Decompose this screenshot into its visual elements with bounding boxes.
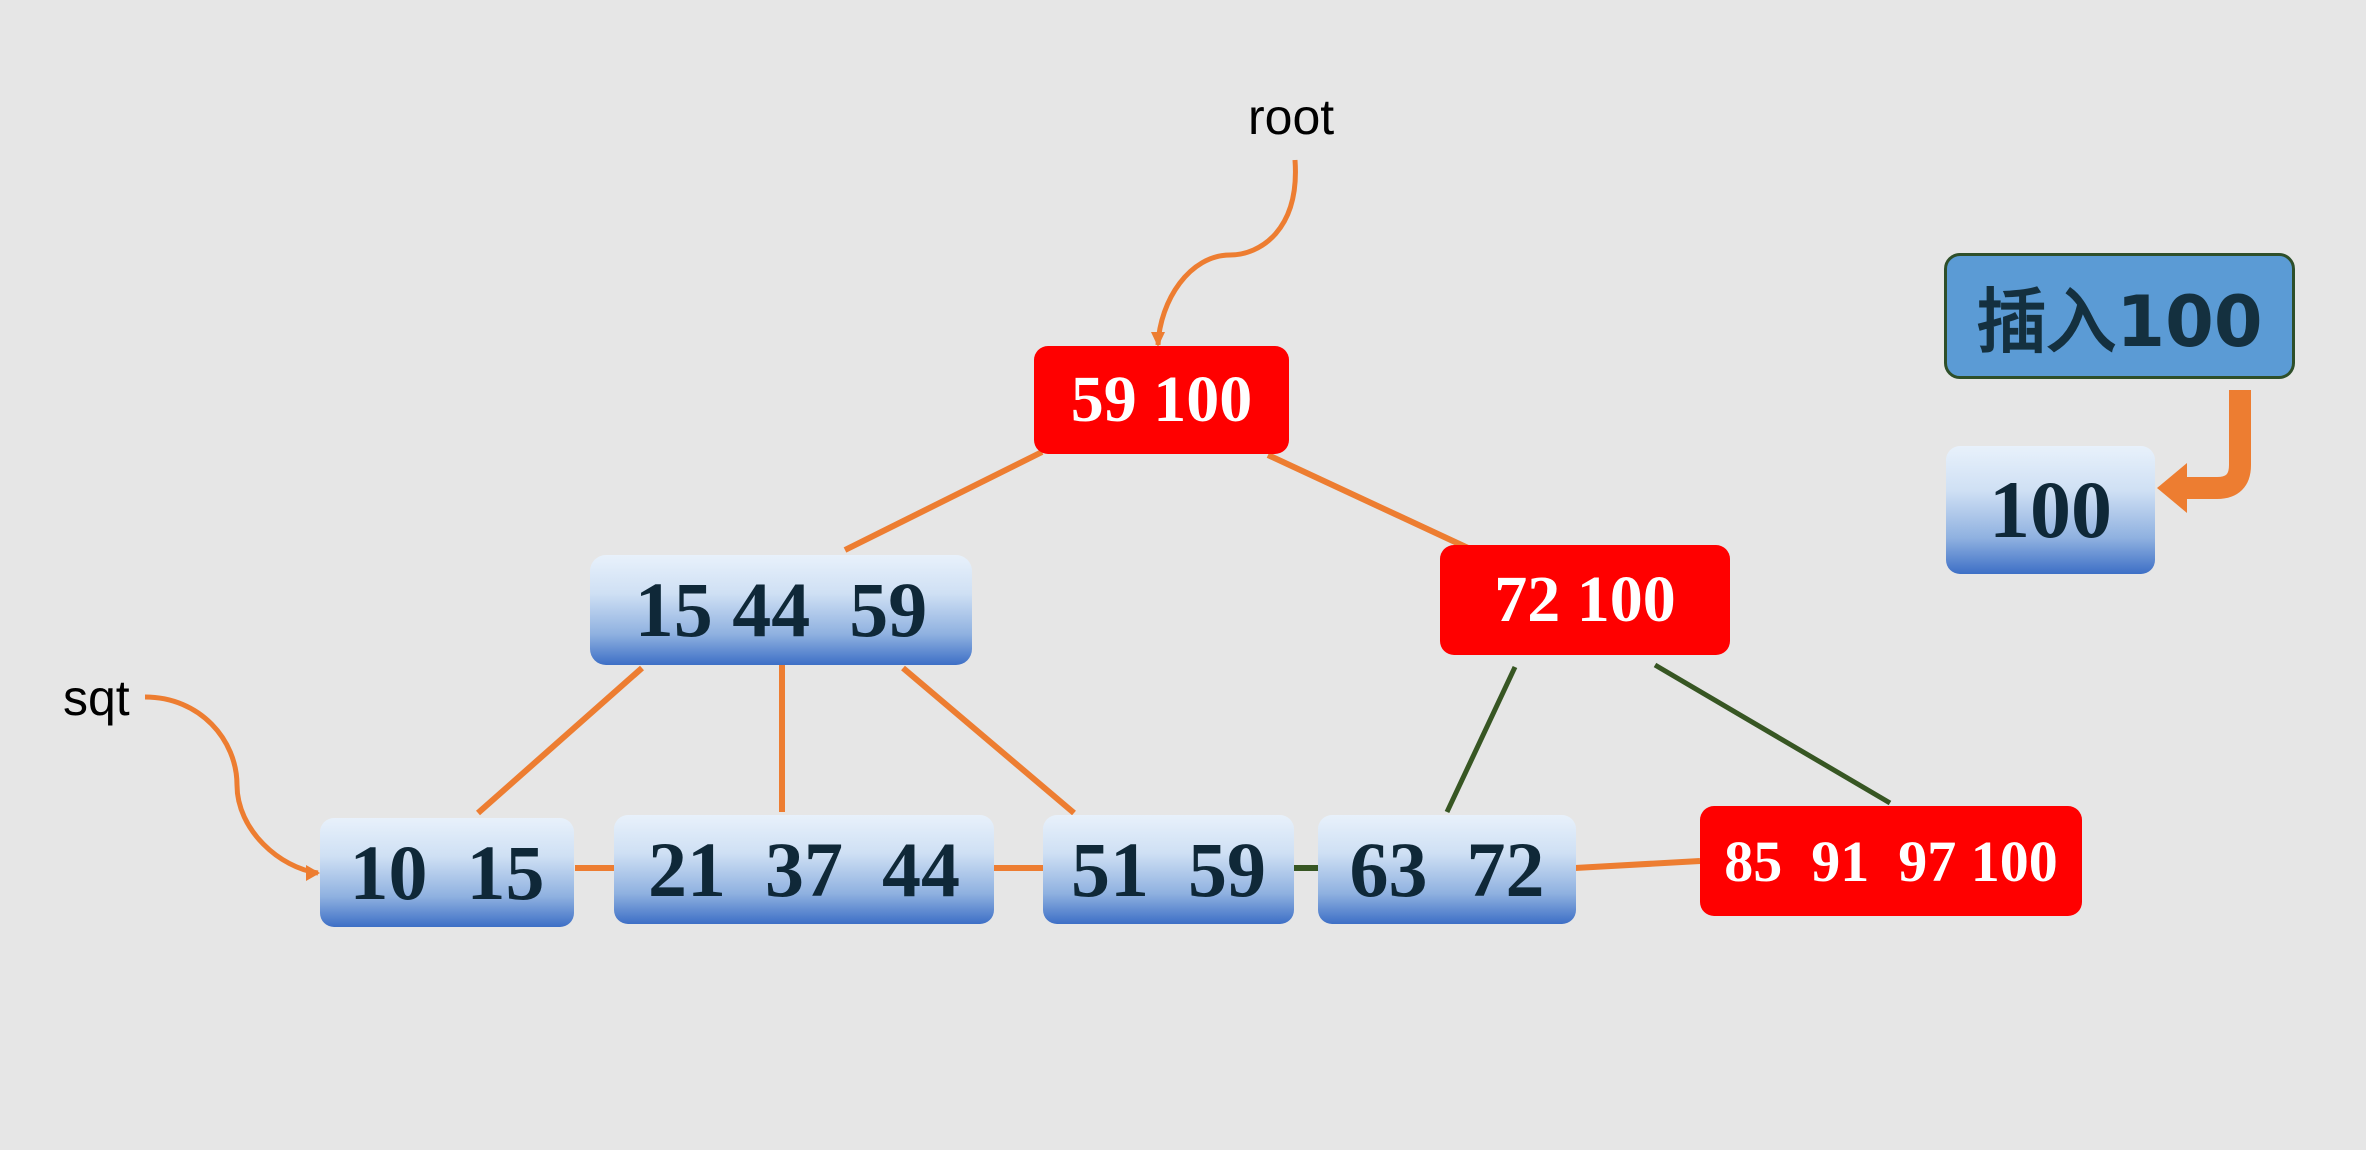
root-label: root <box>1248 89 1335 145</box>
insert-arrowhead <box>2157 463 2187 513</box>
leaf-node-4: 63 72 <box>1318 815 1576 924</box>
link-root-right <box>1266 452 1470 551</box>
internal-node-left: 15 44 59 <box>590 555 972 665</box>
sqt-label: sqt <box>63 670 130 726</box>
root-node: 59 100 <box>1034 346 1289 454</box>
link-right-leaf4 <box>1444 665 1518 814</box>
root-pointer-arrowhead <box>1151 332 1165 347</box>
leaf-node-3: 51 59 <box>1043 815 1294 924</box>
internal-node-right: 72 100 <box>1440 545 1730 655</box>
sqt-pointer-arrow <box>144 694 319 876</box>
insert-arrow <box>2185 390 2251 499</box>
leaf-node-5: 85 91 97 100 <box>1700 806 2082 916</box>
leaf-node-2: 21 37 44 <box>614 815 994 924</box>
inserted-key-node: 100 <box>1946 446 2155 574</box>
link-root-left <box>843 449 1044 553</box>
link-right-leaf5 <box>1653 662 1892 806</box>
insert-100-button[interactable]: 插入100 <box>1944 253 2295 379</box>
leaf-node-1: 10 15 <box>320 818 574 927</box>
link-left-leaf1 <box>476 665 644 816</box>
leaf-chain-4-5 <box>1574 858 1701 871</box>
link-left-leaf3 <box>901 665 1076 816</box>
root-pointer-arrow <box>1155 159 1298 346</box>
sqt-pointer-arrowhead <box>306 865 320 881</box>
